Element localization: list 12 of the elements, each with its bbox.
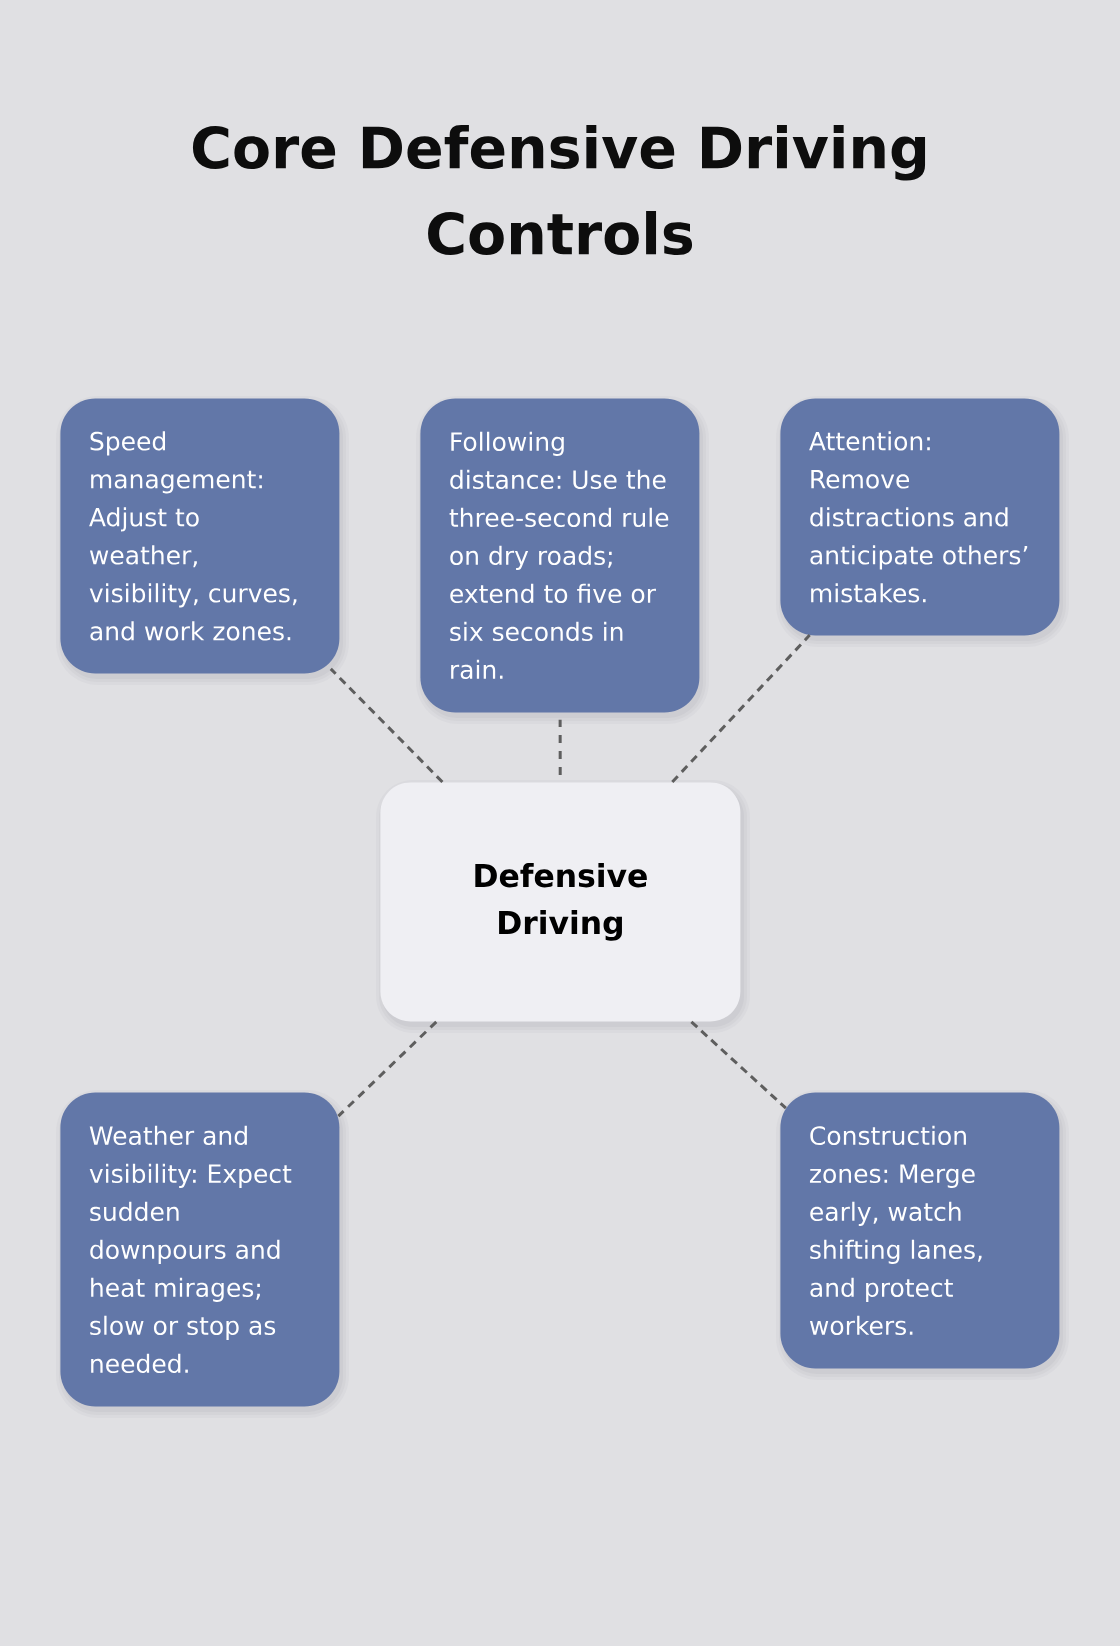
dashed-connector [337,1020,438,1118]
info-card: Construction zones: Merge early, watch shifting lanes, and protect workers. [776,1090,1069,1380]
center-box: Defensive Driving [376,780,750,1033]
info-card: Weather and visibility: Expect sudden downpours and heat mirages; slow or stop as needed. [56,1090,349,1418]
title: Core Defensive Driving Controls [192,125,926,256]
info-card: Following distance: Use the three-second rule on dry roads; extend to five or six seconds in rain. [416,396,709,724]
dashed-connector [671,634,811,784]
info-card: Attention: Remove distractions and anticipate others’ mistakes. [776,396,1069,647]
dashed-connector [558,719,562,776]
dashed-connector [329,667,444,784]
dashed-connector [690,1020,787,1110]
info-card: Speed management: Adjust to weather, visibility, curves, and work zones. [56,396,349,685]
